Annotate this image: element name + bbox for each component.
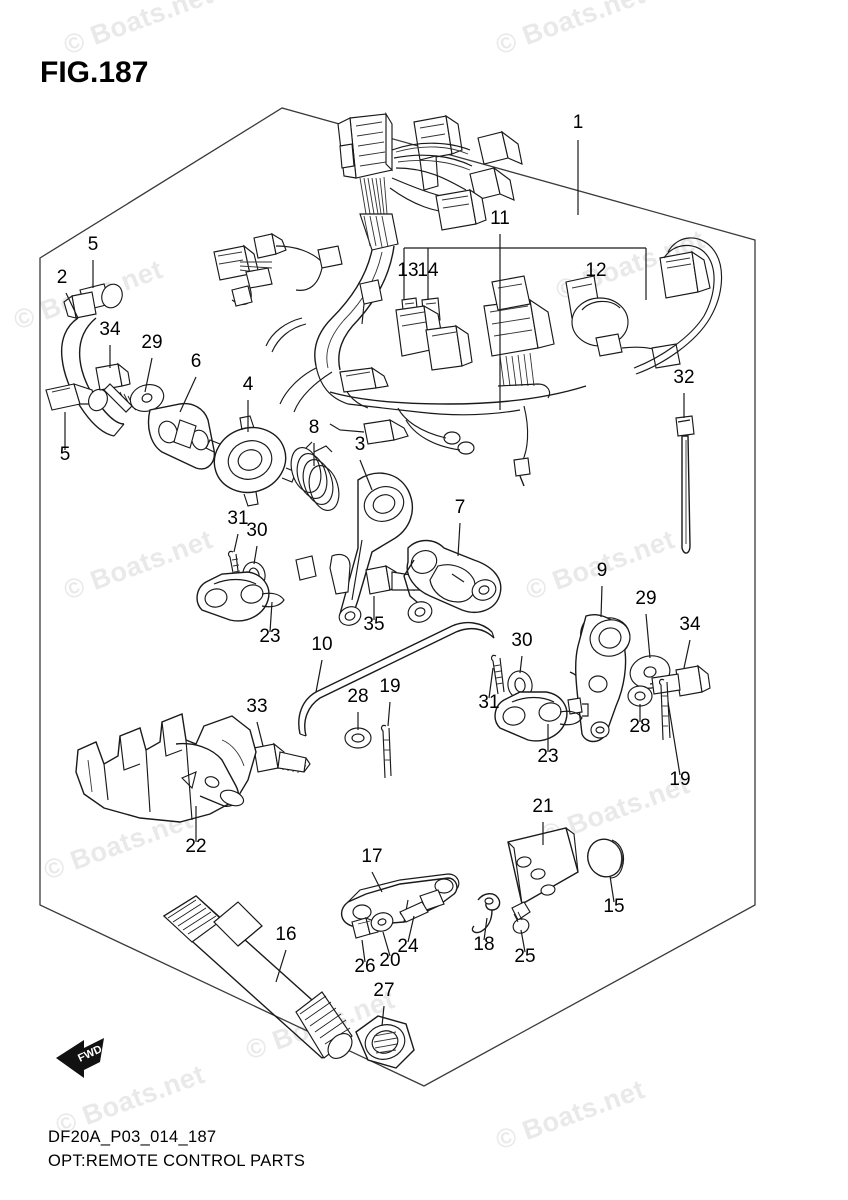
callout-13: 13 (397, 260, 418, 281)
group-bracket-11 (403, 234, 647, 410)
callout-21: 21 (532, 796, 553, 817)
callout-34: 34 (679, 614, 701, 635)
footer-title: OPT:REMOTE CONTROL PARTS (48, 1152, 305, 1170)
page-title: FIG.187 (40, 56, 148, 89)
callout-12: 12 (585, 260, 606, 281)
callout-8: 8 (309, 417, 320, 438)
part-1-wire-harness (213, 111, 723, 487)
part-20-washer-sm (370, 912, 394, 932)
part-32-cable-tie (675, 415, 695, 554)
part-23-rod-end-right (494, 691, 583, 742)
part-23-rod-end-left (196, 571, 285, 622)
callout-31: 31 (227, 508, 248, 529)
callout-23: 23 (259, 626, 280, 647)
callout-15: 15 (603, 896, 624, 917)
part-6-grommet-plate (147, 402, 215, 470)
part-25-screw (511, 901, 531, 934)
part-19-cotter-pin-mid (381, 724, 392, 779)
part-31-cotter-pin-right (491, 654, 505, 695)
part-7-bracket-joint (403, 539, 502, 623)
part-34-bolt-right (649, 664, 711, 697)
callout-19: 19 (379, 676, 400, 697)
part-4-spiral-spring (205, 415, 297, 507)
callout-5: 5 (88, 234, 99, 255)
part-33-bolt (253, 742, 311, 774)
part-5-connector-lower (45, 383, 108, 412)
callout-31: 31 (478, 692, 499, 713)
callout-17: 17 (361, 846, 382, 867)
callout-20: 20 (379, 950, 400, 971)
callout-4: 4 (243, 374, 254, 395)
callout-leaders (64, 140, 691, 1027)
callout-3: 3 (355, 434, 366, 455)
callout-1: 1 (573, 112, 584, 133)
callout-5: 5 (60, 444, 71, 465)
part-24-bolt-sm (399, 889, 445, 923)
callout-19: 19 (669, 769, 690, 790)
callout-16: 16 (275, 924, 296, 945)
part-10-connecting-rod (298, 621, 495, 737)
callout-7: 7 (455, 497, 466, 518)
part-3-lever-arm (295, 472, 413, 626)
callout-26: 26 (354, 956, 375, 977)
part-27-nut-large (355, 1015, 415, 1069)
part-15-cap (587, 838, 625, 879)
callout-25: 25 (514, 946, 535, 967)
callout-35: 35 (363, 614, 384, 635)
part-9-lever-right (567, 614, 631, 743)
callout-11: 11 (490, 208, 510, 229)
callout-24: 24 (397, 936, 419, 957)
callout-34: 34 (99, 319, 121, 340)
callout-6: 6 (191, 351, 202, 372)
footer-code: DF20A_P03_014_187 (48, 1128, 216, 1146)
callout-14: 14 (417, 260, 439, 281)
callout-10: 10 (311, 634, 332, 655)
callout-29: 29 (635, 588, 656, 609)
callout-29: 29 (141, 332, 162, 353)
callout-28: 28 (347, 686, 368, 707)
callout-28: 28 (629, 716, 650, 737)
callout-22: 22 (185, 836, 206, 857)
callout-30: 30 (511, 630, 532, 651)
callout-2: 2 (57, 267, 68, 288)
callout-30: 30 (246, 520, 267, 541)
part-19-cotter-pin-right2 (659, 678, 671, 741)
fwd-marker: FWD (56, 1038, 104, 1078)
callout-32: 32 (673, 367, 694, 388)
part-21-pad (507, 827, 579, 906)
part-17-lever-plate (341, 873, 460, 927)
callout-27: 27 (373, 980, 394, 1001)
callout-labels: 1255342964837313023359293430312328191028… (57, 112, 701, 1001)
part-28-washer-right (627, 685, 653, 707)
part-22-mounting-bracket (75, 713, 257, 823)
callout-18: 18 (473, 934, 494, 955)
part-16-long-bolt (162, 895, 353, 1059)
callout-33: 33 (246, 696, 267, 717)
part-18-clip (471, 893, 501, 934)
callout-23: 23 (537, 746, 558, 767)
callout-9: 9 (597, 560, 608, 581)
diagram-frame (39, 107, 756, 1087)
